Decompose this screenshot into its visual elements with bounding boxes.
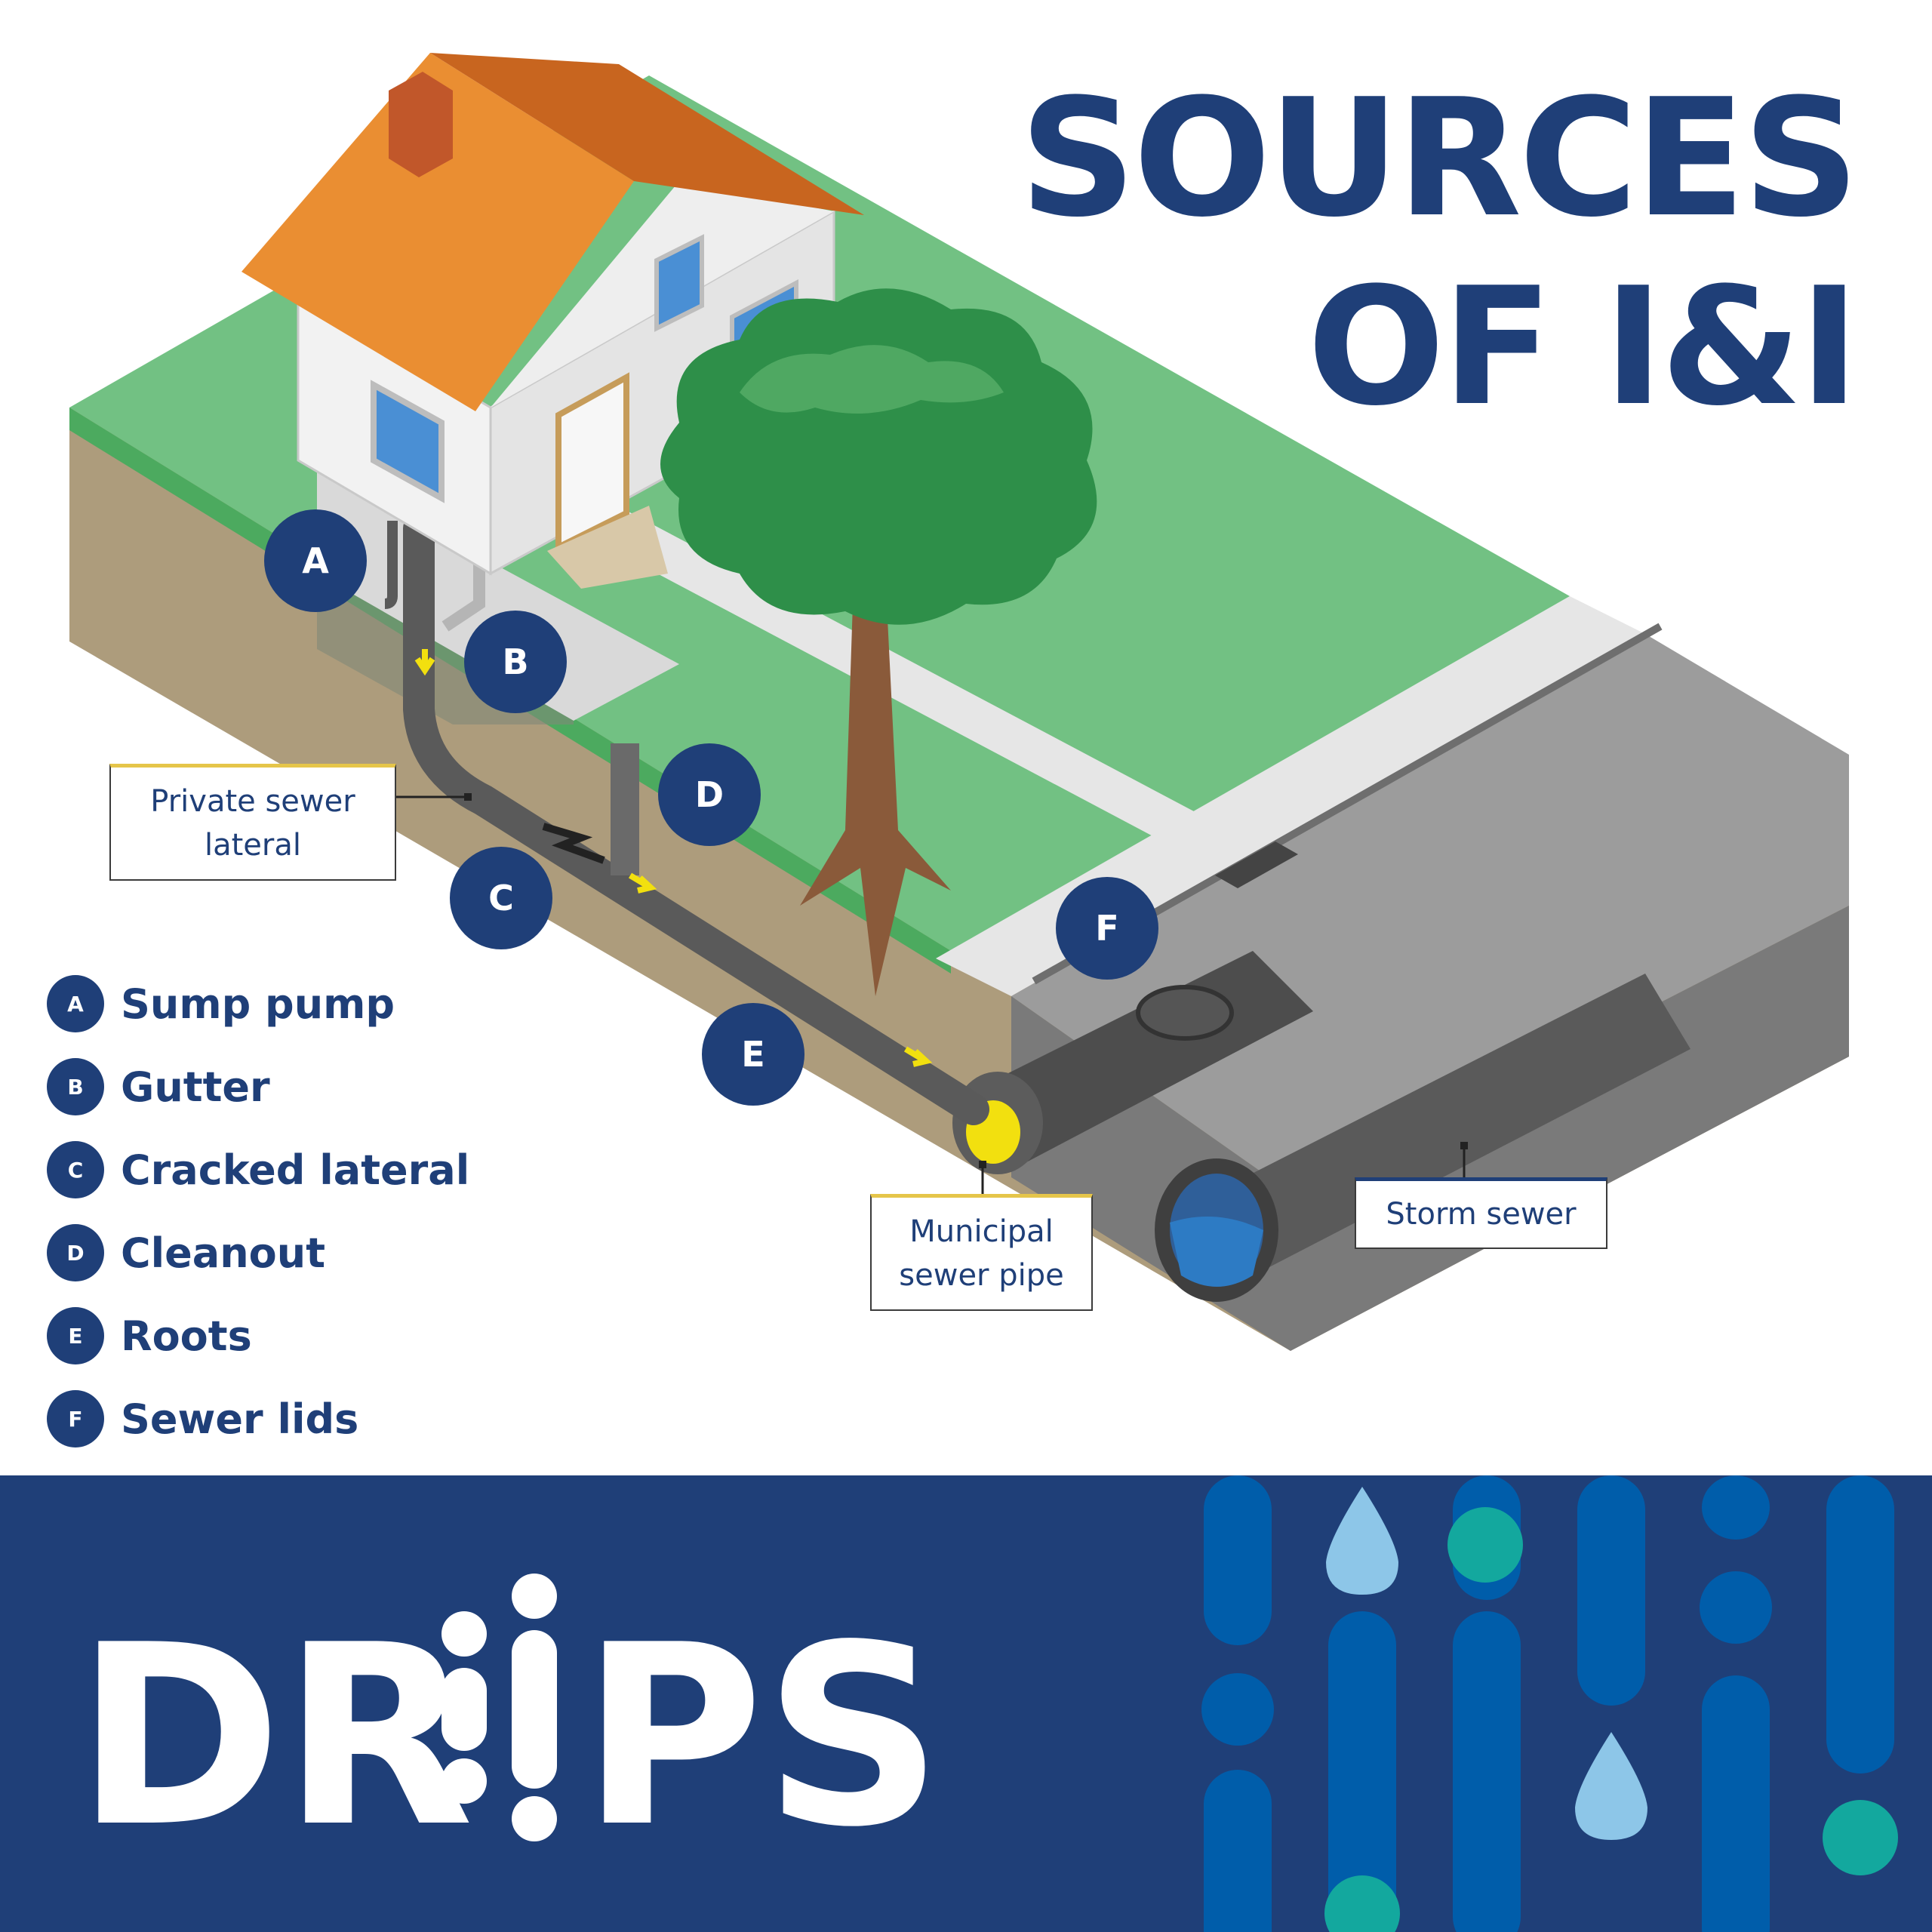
legend-item: B Gutter	[47, 1045, 575, 1128]
water-drop-icon	[1575, 1732, 1647, 1840]
marker-f-label: F	[1095, 908, 1118, 949]
legend: A Sump pump B Gutter C Cracked lateral D…	[47, 962, 575, 1460]
flow-arrow	[414, 649, 435, 676]
banner-art: DR PS	[75, 1475, 1898, 1932]
marker-a-label: A	[302, 540, 329, 581]
callout-private-sewer-lateral: Private sewer lateral	[109, 764, 396, 881]
brand-wordmark-right: PS	[581, 1592, 943, 1881]
leader-dot	[979, 1161, 986, 1168]
lateral-pipe	[403, 512, 989, 1125]
water-drop-icon	[1326, 1487, 1398, 1595]
marker-c: C	[450, 847, 552, 949]
page-title: SOURCES OF I&I	[951, 63, 1860, 441]
marker-b: B	[464, 611, 567, 713]
legend-marker: B	[47, 1058, 104, 1115]
front-steps	[547, 506, 668, 589]
chimney	[389, 72, 453, 177]
marker-d: D	[658, 743, 761, 846]
legend-item: D Cleanout	[47, 1211, 575, 1294]
flow-arrow	[628, 872, 657, 894]
rain-pattern	[1201, 1475, 1894, 1932]
legend-marker: A	[47, 975, 104, 1032]
storm-sewer-pipe	[1215, 974, 1690, 1268]
legend-label: Cracked lateral	[121, 1146, 470, 1194]
crack	[542, 823, 605, 864]
teal-dot	[1447, 1507, 1523, 1583]
legend-marker: F	[47, 1390, 104, 1447]
marker-f: F	[1056, 877, 1158, 980]
legend-marker: C	[47, 1141, 104, 1198]
marker-c-label: C	[488, 878, 514, 918]
leader-dot	[464, 793, 472, 801]
marker-layer: A B C D E F	[264, 509, 1468, 1196]
legend-marker: D	[47, 1224, 104, 1281]
marker-b-label: B	[502, 641, 528, 682]
leader-dot	[1460, 1142, 1468, 1149]
manhole-lid	[1136, 985, 1234, 1041]
legend-label: Cleanout	[121, 1229, 326, 1277]
roof-back	[430, 53, 864, 215]
legend-label: Gutter	[121, 1063, 270, 1111]
window-side	[654, 234, 704, 332]
legend-label: Roots	[121, 1312, 252, 1360]
front-door	[555, 372, 629, 552]
callout-storm-sewer: Storm sewer	[1355, 1177, 1607, 1249]
tree-canopy-highlight	[740, 345, 1004, 414]
title-line-1: SOURCES	[1019, 63, 1860, 253]
teal-dot	[1324, 1875, 1400, 1932]
legend-marker: E	[47, 1307, 104, 1364]
legend-label: Sump pump	[121, 980, 395, 1028]
teal-dot	[1823, 1800, 1898, 1875]
walkway	[543, 491, 1343, 913]
storm-water	[1170, 1217, 1263, 1287]
sump-pipe	[384, 521, 398, 609]
tree-trunk	[800, 604, 951, 996]
title-line-2: OF I&I	[1307, 252, 1860, 441]
callout-municipal-sewer-pipe: Municipal sewer pipe	[870, 1194, 1093, 1311]
brand-wordmark-left: DR	[75, 1592, 474, 1881]
marker-d-label: D	[695, 774, 724, 815]
legend-item: F Sewer lids	[47, 1377, 575, 1460]
legend-item: C Cracked lateral	[47, 1128, 575, 1211]
window-front	[371, 380, 445, 503]
marker-a: A	[264, 509, 367, 612]
legend-label: Sewer lids	[121, 1395, 359, 1443]
roof-front	[242, 53, 634, 411]
brand-banner: DR PS	[0, 1475, 1932, 1932]
marker-e-label: E	[741, 1034, 764, 1075]
legend-item: A Sump pump	[47, 962, 575, 1045]
legend-item: E Roots	[47, 1294, 575, 1377]
brand-logo-mark	[441, 1574, 557, 1841]
storm-drain-grate	[1215, 841, 1298, 888]
flow-arrow	[903, 1046, 933, 1067]
marker-e: E	[702, 1003, 804, 1106]
